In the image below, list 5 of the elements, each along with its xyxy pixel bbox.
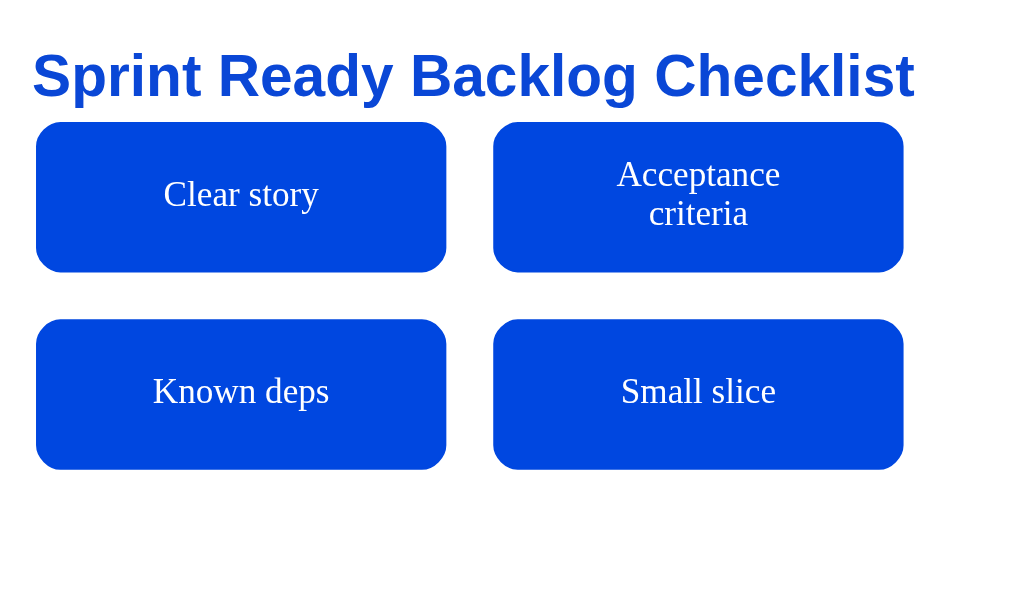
node-box: Clear story bbox=[36, 121, 447, 273]
node-box: Small slice bbox=[493, 319, 904, 470]
diagram-title: Sprint Ready Backlog Checklist bbox=[32, 42, 915, 108]
node-box: Acceptance criteria bbox=[493, 121, 904, 273]
node-box: Known deps bbox=[36, 319, 447, 470]
